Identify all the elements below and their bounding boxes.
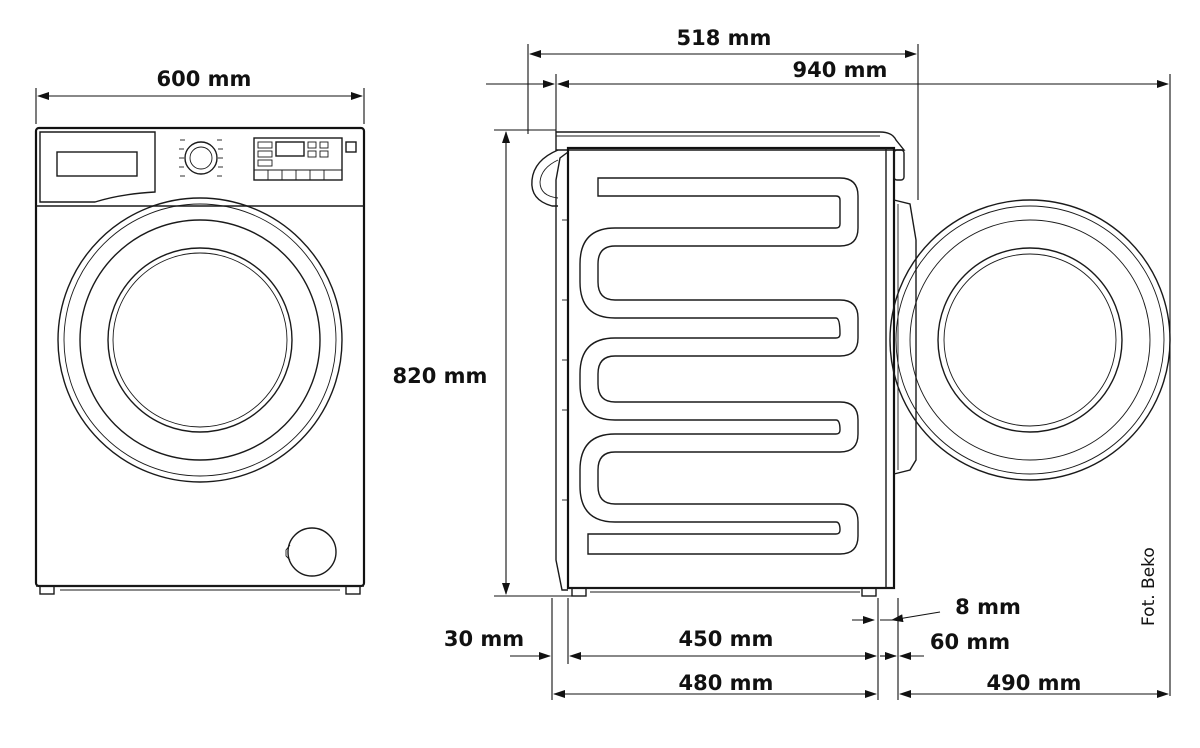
opened-door <box>889 199 1171 481</box>
front-door <box>57 197 343 483</box>
label-940: 940 mm <box>793 58 888 82</box>
label-600: 600 mm <box>157 67 252 91</box>
label-30: 30 mm <box>444 627 524 651</box>
program-knob <box>179 139 223 177</box>
filter-cover <box>285 527 337 577</box>
detergent-drawer <box>39 131 156 203</box>
label-490: 490 mm <box>987 671 1082 695</box>
side-view <box>531 131 1171 597</box>
label-480: 480 mm <box>679 671 774 695</box>
label-60: 60 mm <box>930 630 1010 654</box>
label-450: 450 mm <box>679 627 774 651</box>
photo-credit: Fot. Beko <box>1139 547 1159 626</box>
label-8: 8 mm <box>955 595 1021 619</box>
front-view <box>34 126 366 595</box>
dimension-labels: 600 mm 518 mm 940 mm 820 mm 30 mm 450 mm… <box>157 26 1082 695</box>
dimension-lines <box>35 44 1171 700</box>
side-panel-serpentine <box>579 177 859 555</box>
label-518: 518 mm <box>677 26 772 50</box>
label-820: 820 mm <box>393 364 488 388</box>
control-panel <box>253 137 357 181</box>
